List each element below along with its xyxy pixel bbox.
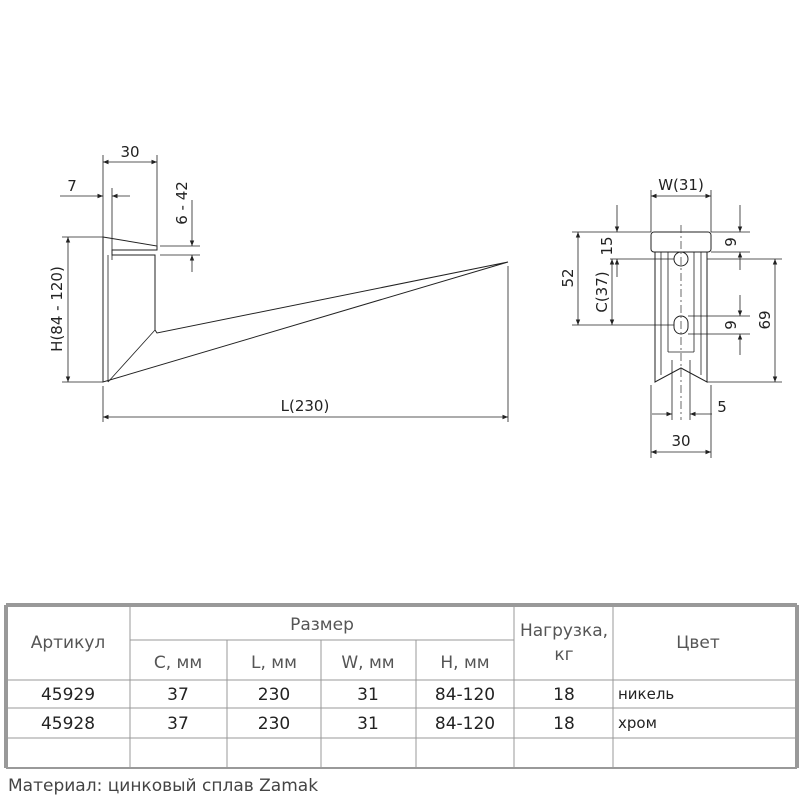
cell-l: 230: [258, 685, 290, 705]
dim-5: 5: [717, 398, 727, 416]
cell-color: хром: [618, 714, 657, 732]
material-note: Материал: цинковый сплав Zamak: [8, 776, 318, 796]
cell-c: 37: [167, 714, 189, 734]
dim-9-mid: 9: [722, 320, 740, 330]
cell-load: 18: [553, 714, 575, 734]
header-color: Цвет: [676, 633, 720, 653]
cell-c: 37: [167, 685, 189, 705]
header-h: H, мм: [440, 653, 489, 673]
cell-w: 31: [357, 685, 379, 705]
bracket-rib: [107, 329, 156, 383]
spec-table: Артикул Размер C, мм L, мм W, мм H, мм Н…: [4, 603, 799, 769]
header-l: L, мм: [251, 653, 297, 673]
dim-30-top: 30: [120, 143, 139, 161]
header-size: Размер: [290, 615, 354, 635]
dim-52: 52: [559, 268, 577, 287]
end-view: W(31) 15 52 C(37) 9 9 69: [559, 176, 782, 458]
dim-width: W(31): [658, 176, 704, 194]
cell-h: 84-120: [435, 714, 495, 734]
table-row: 45929 37 230 31 84-120 18 никель: [41, 685, 674, 705]
header-w: W, мм: [341, 653, 394, 673]
cell-l: 230: [258, 714, 290, 734]
cell-load: 18: [553, 685, 575, 705]
side-view: 30 7 6 - 42 H(84 - 120) L(230): [48, 143, 509, 422]
bracket-outline: [102, 236, 509, 383]
dim-height: H(84 - 120): [48, 266, 66, 352]
header-load: Нагрузка,: [520, 621, 608, 641]
dim-6-42: 6 - 42: [173, 181, 191, 225]
dim-30-bottom: 30: [671, 432, 690, 450]
dim-9-top: 9: [722, 237, 740, 247]
dim-length: L(230): [281, 397, 330, 415]
header-article: Артикул: [31, 633, 106, 653]
dim-7: 7: [67, 177, 77, 195]
header-load-unit: кг: [554, 645, 573, 665]
cell-color: никель: [618, 685, 674, 703]
dim-15: 15: [598, 236, 616, 255]
header-c: C, мм: [154, 653, 202, 673]
dim-69: 69: [756, 310, 774, 329]
cell-article: 45929: [41, 685, 95, 705]
cell-h: 84-120: [435, 685, 495, 705]
cell-w: 31: [357, 714, 379, 734]
table-row: 45928 37 230 31 84-120 18 хром: [41, 714, 657, 734]
end-body: [654, 252, 708, 383]
dim-c: C(37): [593, 271, 611, 312]
cell-article: 45928: [41, 714, 95, 734]
